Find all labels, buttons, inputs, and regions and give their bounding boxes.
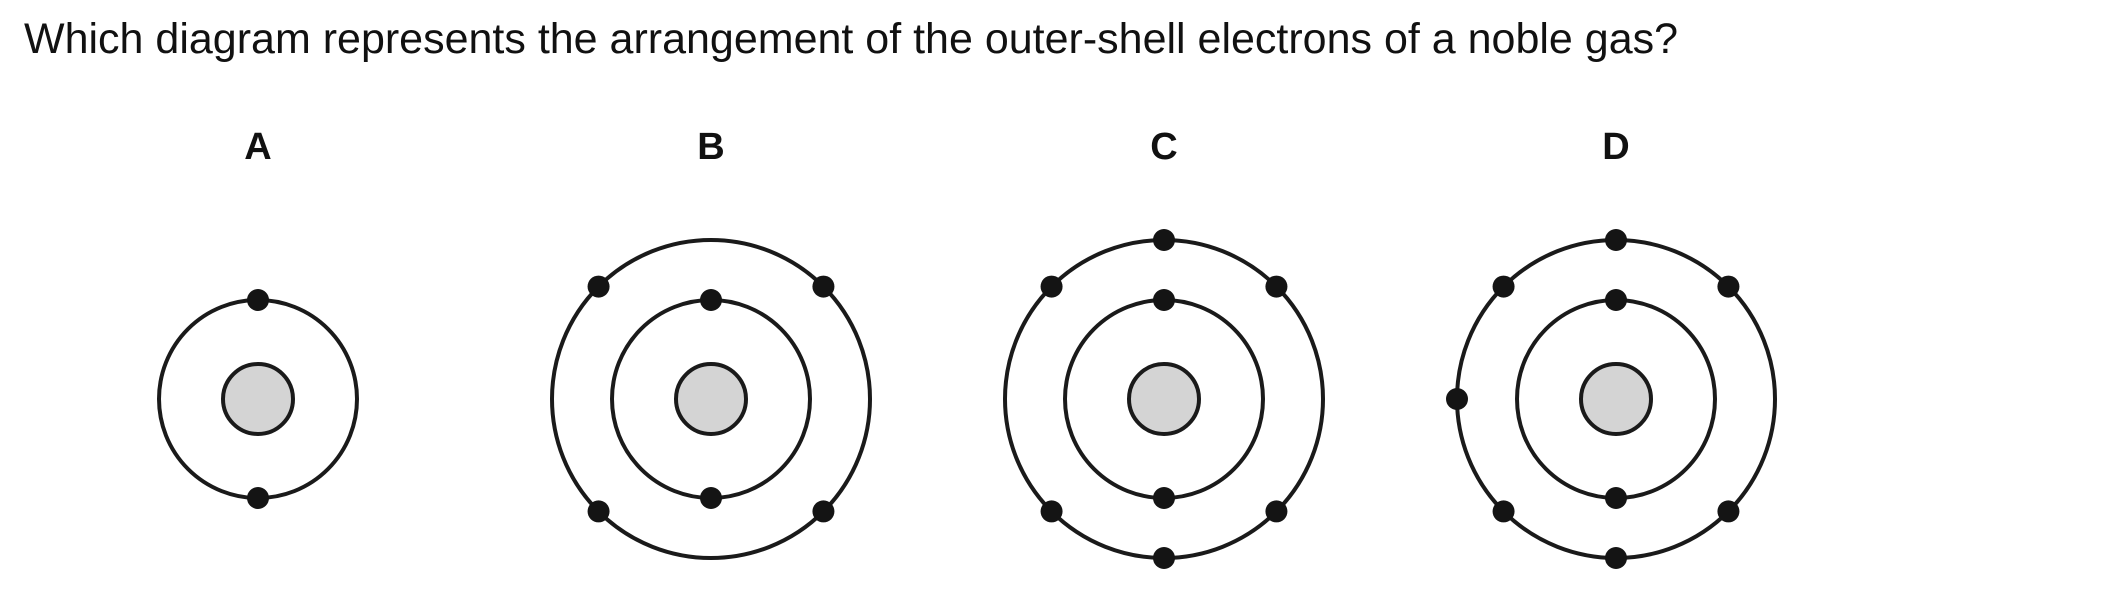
electron: [1265, 500, 1288, 523]
electron: [587, 275, 610, 298]
nucleus: [1579, 362, 1653, 436]
electron: [1446, 388, 1468, 410]
electron: [1605, 229, 1627, 251]
electron: [1605, 487, 1627, 509]
electron: [1040, 275, 1063, 298]
electron: [1717, 275, 1740, 298]
electron: [1717, 500, 1740, 523]
electron-shell-2: [550, 238, 872, 560]
electron: [1605, 289, 1627, 311]
electron: [1605, 547, 1627, 569]
electron: [247, 487, 269, 509]
option-label-a: A: [244, 126, 272, 168]
electron: [812, 500, 835, 523]
atom-diagram-a: [157, 289, 359, 509]
electron: [1040, 500, 1063, 523]
electron: [587, 500, 610, 523]
electron: [812, 275, 835, 298]
electron: [1153, 547, 1175, 569]
nucleus: [221, 362, 295, 436]
nucleus: [674, 362, 748, 436]
electron: [1153, 289, 1175, 311]
question-text: Which diagram represents the arrangement…: [24, 15, 1679, 63]
electron: [1265, 275, 1288, 298]
electron: [1153, 229, 1175, 251]
option-label-d: D: [1602, 126, 1630, 168]
option-label-b: B: [697, 126, 725, 168]
electron: [1153, 487, 1175, 509]
atom-diagram-b: [550, 238, 872, 560]
nucleus: [1127, 362, 1201, 436]
electron: [247, 289, 269, 311]
option-label-c: C: [1150, 126, 1178, 168]
electron: [1492, 275, 1515, 298]
electron: [1492, 500, 1515, 523]
atom-diagram-d: [1446, 229, 1777, 569]
electron: [700, 289, 722, 311]
electron: [700, 487, 722, 509]
atom-diagram-c: [1003, 229, 1325, 569]
